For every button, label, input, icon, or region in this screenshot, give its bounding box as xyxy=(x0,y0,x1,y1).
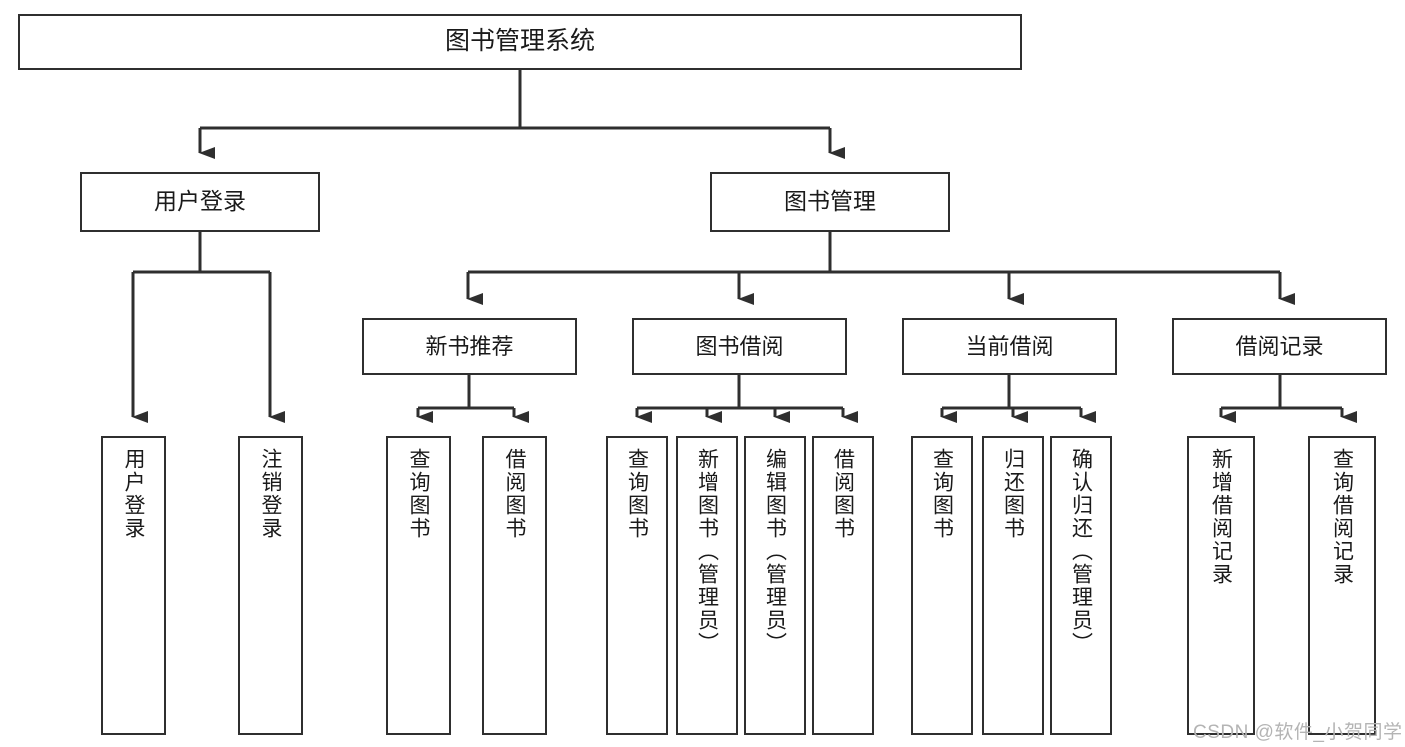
node-label: 用户登录 xyxy=(122,448,145,540)
leaf-add-book-admin[interactable]: 新增图书（管理员） xyxy=(676,436,738,735)
node-label: 确认归还（管理员） xyxy=(1069,448,1093,655)
node-user-login[interactable]: 用户登录 xyxy=(80,172,320,232)
node-label: 图书借阅 xyxy=(695,333,784,359)
leaf-confirm-return-admin[interactable]: 确认归还（管理员） xyxy=(1050,436,1112,735)
node-label: 新增图书（管理员） xyxy=(695,448,719,655)
leaf-user-login[interactable]: 用户登录 xyxy=(101,436,166,735)
leaf-query-borrow-record[interactable]: 查询借阅记录 xyxy=(1308,436,1376,735)
node-label: 借阅图书 xyxy=(503,448,526,540)
node-book-manage[interactable]: 图书管理 xyxy=(710,172,950,232)
node-label: 借阅记录 xyxy=(1235,333,1324,359)
leaf-borrow-book-recommend[interactable]: 借阅图书 xyxy=(482,436,547,735)
node-label: 查询图书 xyxy=(625,448,649,540)
node-borrow-record[interactable]: 借阅记录 xyxy=(1172,318,1387,375)
node-label: 归还图书 xyxy=(1001,448,1025,540)
node-label: 查询图书 xyxy=(407,448,430,540)
node-label: 图书管理 xyxy=(784,188,876,215)
leaf-borrow-book[interactable]: 借阅图书 xyxy=(812,436,874,735)
node-label: 图书管理系统 xyxy=(444,27,595,56)
node-new-book-recommend[interactable]: 新书推荐 xyxy=(362,318,577,375)
node-label: 查询图书 xyxy=(930,448,954,540)
csdn-watermark: CSDN @软件_小贺同学 xyxy=(1193,717,1402,744)
leaf-add-borrow-record[interactable]: 新增借阅记录 xyxy=(1187,436,1255,735)
node-label: 借阅图书 xyxy=(831,448,855,540)
node-book-borrow[interactable]: 图书借阅 xyxy=(632,318,847,375)
leaf-user-logout[interactable]: 注销登录 xyxy=(238,436,303,735)
leaf-query-book-borrow[interactable]: 查询图书 xyxy=(606,436,668,735)
node-label: 新增借阅记录 xyxy=(1209,448,1233,586)
node-label: 当前借阅 xyxy=(965,333,1054,359)
leaf-edit-book-admin[interactable]: 编辑图书（管理员） xyxy=(744,436,806,735)
leaf-return-book[interactable]: 归还图书 xyxy=(982,436,1044,735)
node-label: 查询借阅记录 xyxy=(1330,448,1354,586)
node-label: 新书推荐 xyxy=(425,333,514,359)
node-label: 编辑图书（管理员） xyxy=(763,448,787,655)
node-current-borrow[interactable]: 当前借阅 xyxy=(902,318,1117,375)
leaf-query-book-recommend[interactable]: 查询图书 xyxy=(386,436,451,735)
node-label: 用户登录 xyxy=(154,188,246,215)
watermark-text: CSDN @软件_小贺同学 xyxy=(1193,722,1403,743)
node-label: 注销登录 xyxy=(259,448,282,540)
leaf-query-book-current[interactable]: 查询图书 xyxy=(911,436,973,735)
node-root-system[interactable]: 图书管理系统 xyxy=(18,14,1022,70)
